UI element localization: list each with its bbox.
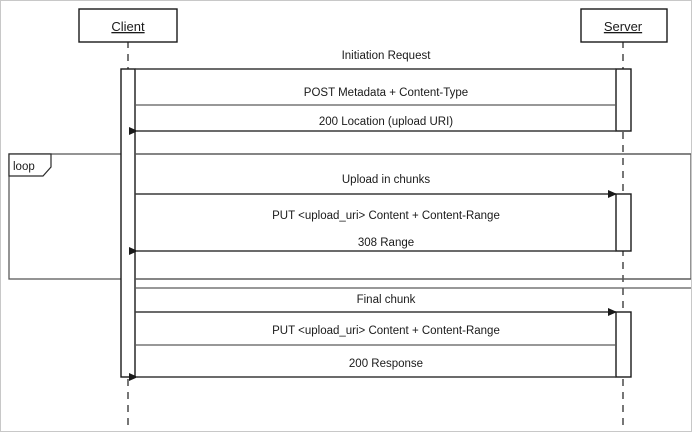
participant-label-server: Server bbox=[604, 19, 643, 34]
activation-bar-server-final bbox=[615, 311, 632, 378]
message-label-200-response: 200 Response bbox=[349, 358, 423, 370]
activation-bar-server-initiation bbox=[615, 68, 632, 132]
loop-frame-tab bbox=[8, 153, 52, 177]
message-label-put-chunk: PUT <upload_uri> Content + Content-Range bbox=[272, 210, 500, 222]
note-initiation-request: Initiation Request bbox=[342, 50, 432, 62]
participant-box-client[interactable] bbox=[78, 8, 178, 43]
loop-frame-operator-label: loop bbox=[13, 161, 35, 173]
note-upload-in-chunks: Upload in chunks bbox=[342, 174, 430, 186]
activation-bar-client bbox=[120, 68, 136, 378]
message-label-post-metadata: POST Metadata + Content-Type bbox=[304, 87, 468, 99]
note-final-chunk: Final chunk bbox=[357, 294, 416, 306]
participant-box-server[interactable] bbox=[580, 8, 668, 43]
message-label-put-final: PUT <upload_uri> Content + Content-Range bbox=[272, 325, 500, 337]
message-label-200-location: 200 Location (upload URI) bbox=[319, 116, 453, 128]
message-label-308-range: 308 Range bbox=[358, 237, 414, 249]
participant-label-client: Client bbox=[111, 19, 145, 34]
activation-bar-server-chunk bbox=[615, 193, 632, 252]
